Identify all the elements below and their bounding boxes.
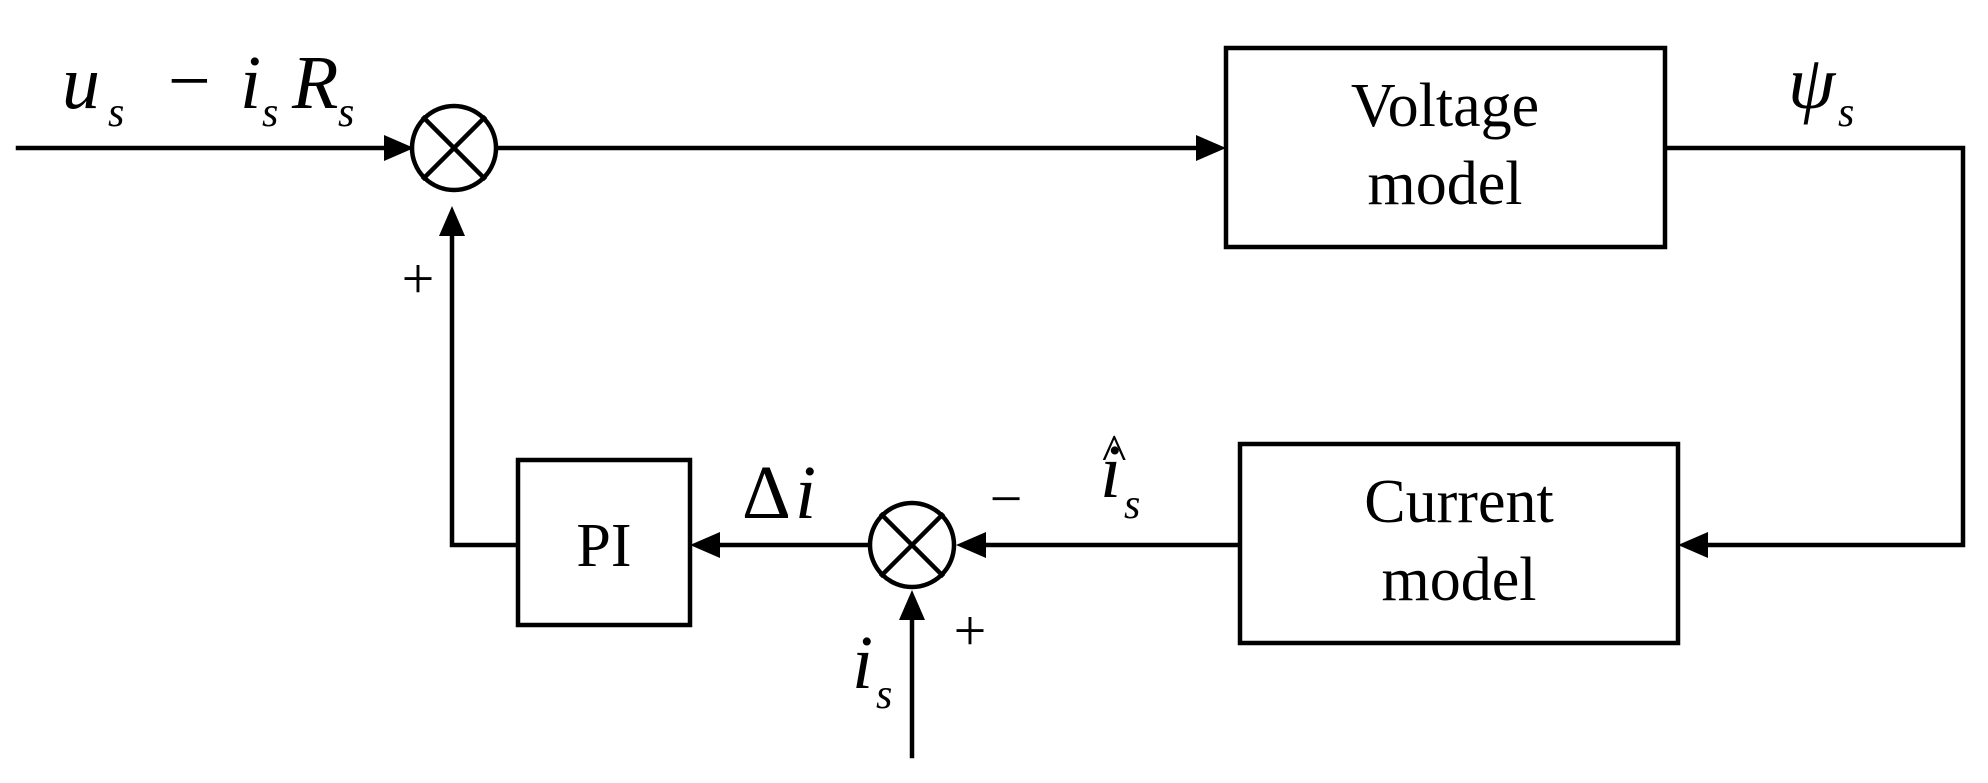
psi-subscript: s [1838,90,1854,136]
measured-plus-sign: + [954,598,987,663]
delta-symbol: Δ [742,451,791,535]
pi-output-feedback-wire [449,229,521,548]
measured-current-arrowhead [899,590,925,620]
bottom-summing-junction [867,500,957,590]
minus-operator: − [168,39,211,123]
pi-controller-block: PI [515,457,693,628]
feedback-plus-sign: + [402,246,435,311]
pi-input-arrowhead [690,532,720,558]
current-model-block: Current model [1237,441,1681,646]
current-model-input-arrowhead [1678,532,1708,558]
i-hat-subscript: s [1124,482,1140,528]
u-subscript: s [108,90,124,136]
measured-i-symbol: i [852,621,873,705]
i-hat-symbol: i [1100,430,1121,514]
measured-i-subscript: s [876,672,892,718]
flux-signal-label: ψ s [1788,41,1854,136]
estimated-current-label: i ^ s [1100,425,1140,528]
input-arrowhead [384,135,414,161]
voltage-model-input-arrowhead [1196,135,1226,161]
i-symbol: i [240,41,261,125]
r-symbol: R [291,41,338,125]
flux-feedback-wire [1662,145,1966,548]
top-junction-feedback-arrowhead [439,206,465,236]
hat-accent: ^ [1102,425,1126,482]
pi-label: PI [576,512,631,580]
u-symbol: u [62,41,100,125]
psi-symbol: ψ [1788,41,1837,125]
delta-i-symbol: i [795,451,816,535]
measured-current-label: i s [852,621,892,718]
voltage-model-label-line1: Voltage [1351,72,1539,140]
i-subscript: s [262,90,278,136]
estimate-arrowhead [956,532,986,558]
estimate-minus-sign: − [990,466,1023,531]
current-model-label-line1: Current [1364,468,1553,536]
current-error-label: Δ i [742,451,816,535]
voltage-model-label-line2: model [1368,150,1523,218]
current-model-label-line2: model [1382,546,1537,614]
r-subscript: s [338,90,354,136]
input-signal-label: u s − i s R s [62,39,354,136]
voltage-model-block: Voltage model [1223,45,1668,250]
top-summing-junction [409,103,499,193]
